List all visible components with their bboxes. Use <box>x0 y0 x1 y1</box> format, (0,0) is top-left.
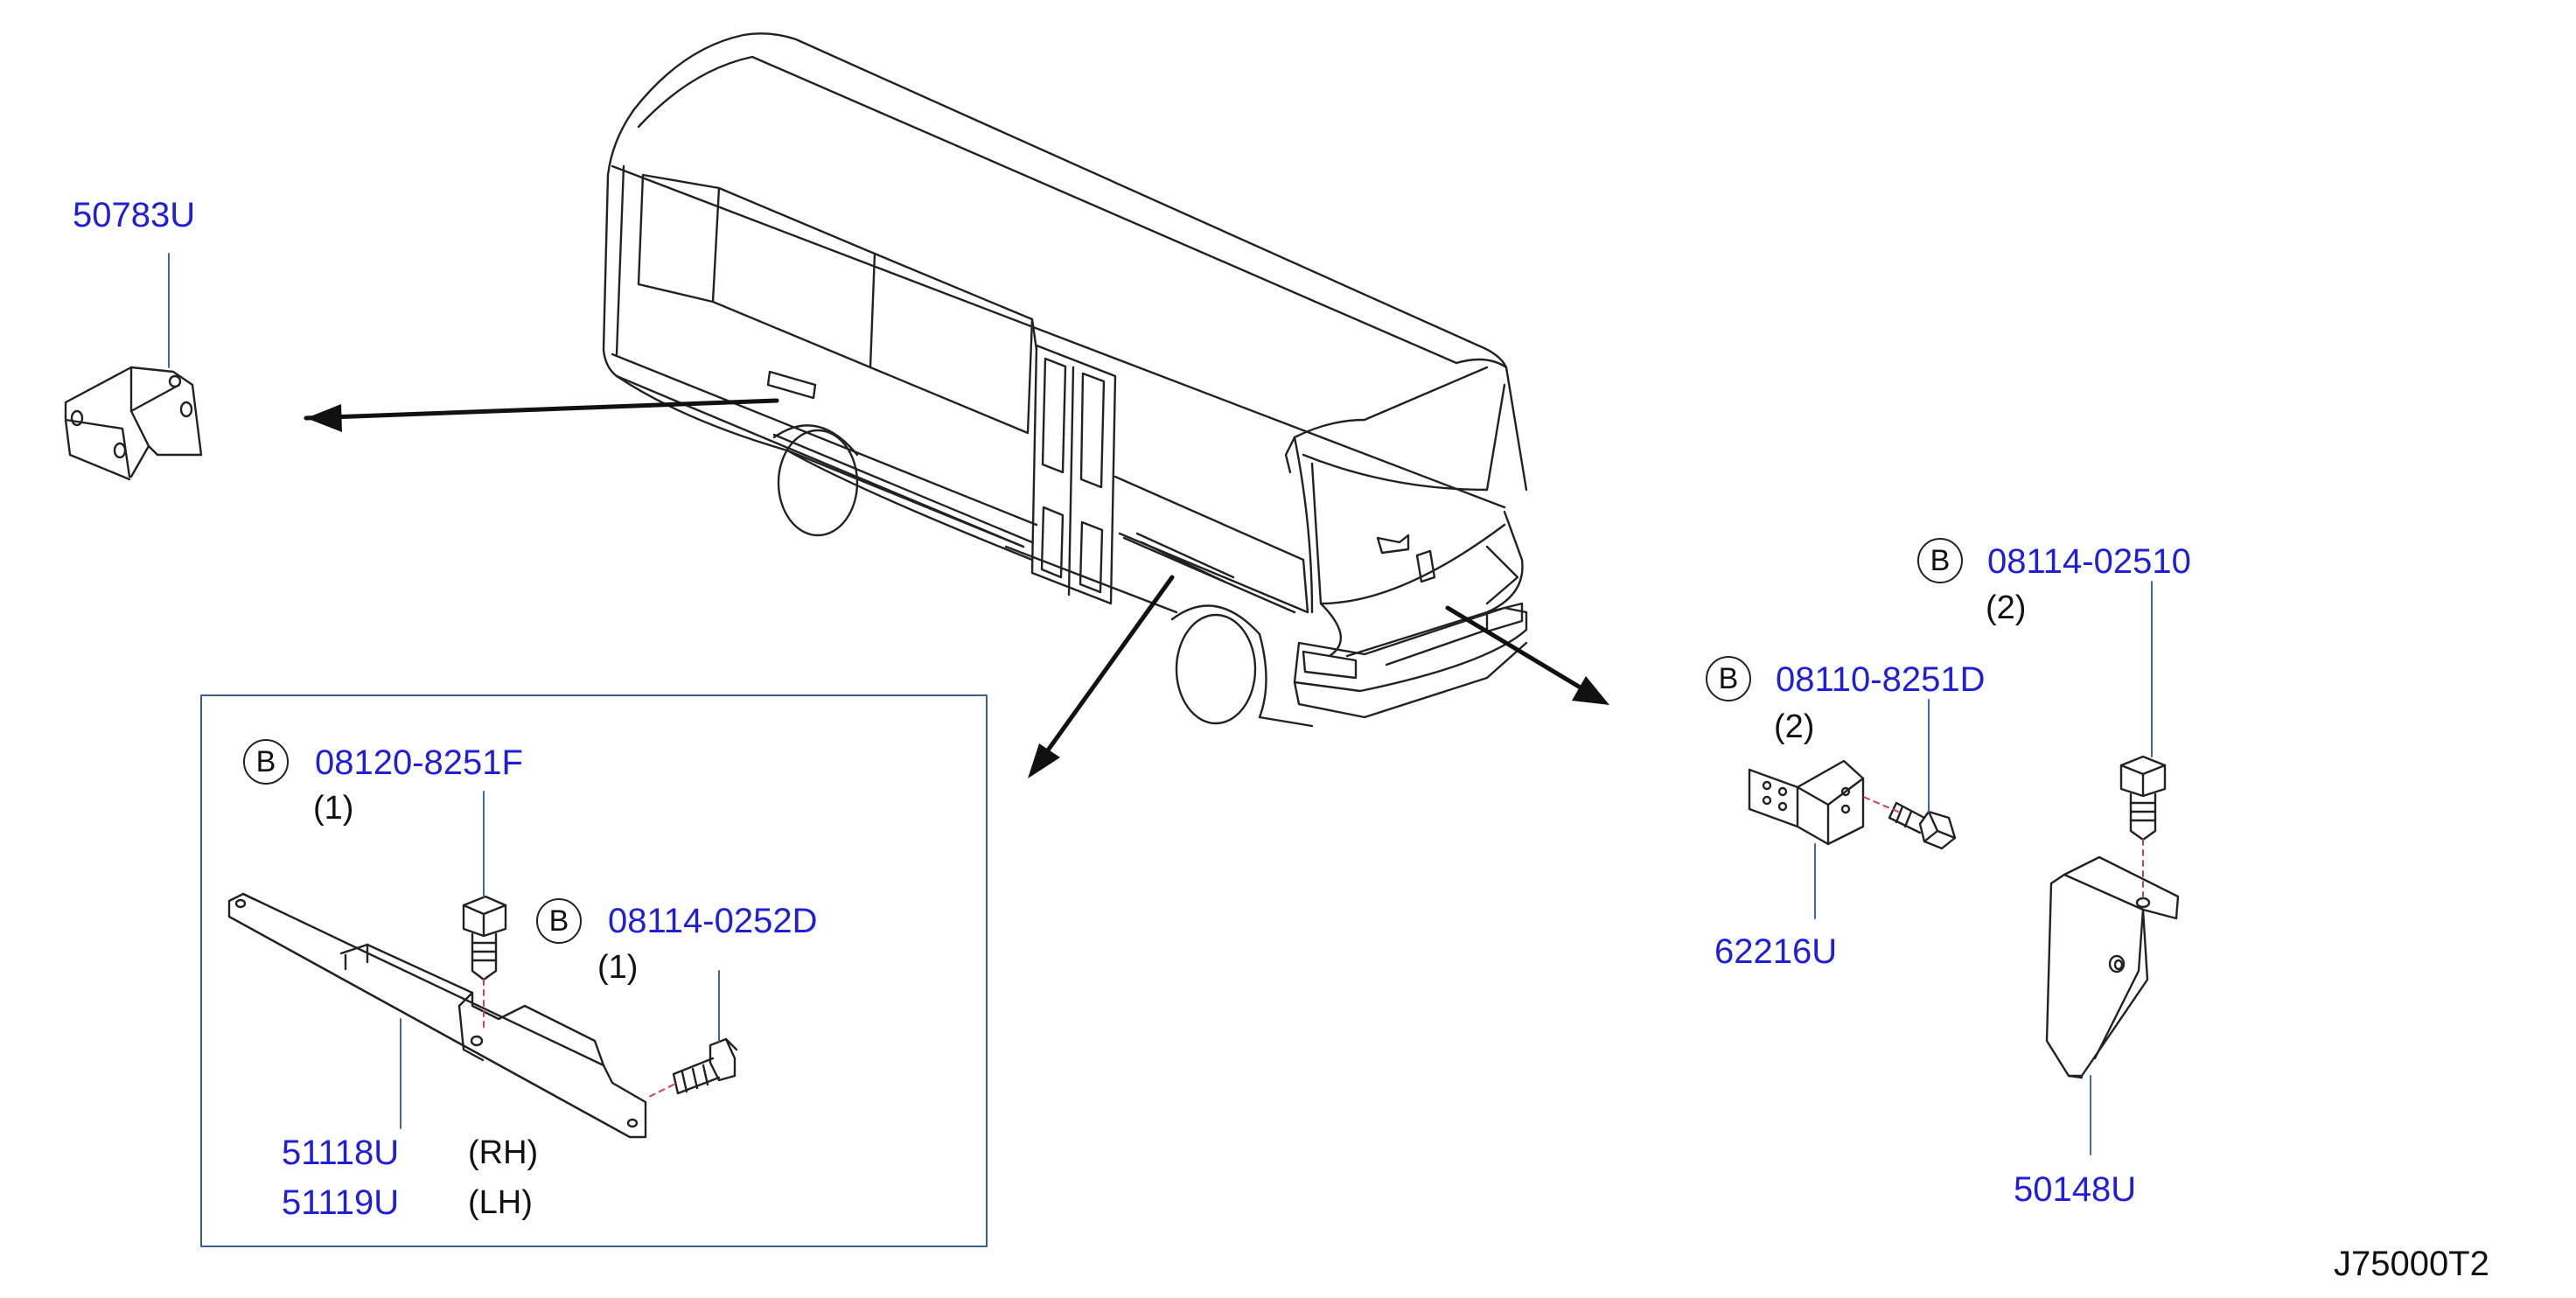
part-08110-8251d-label[interactable]: 08110-8251D <box>1776 660 1986 699</box>
part-08114-02510-label[interactable]: 08114-02510 <box>1987 542 2191 581</box>
detail-frame <box>200 694 988 1247</box>
drawing-code: J75000T2 <box>2334 1245 2489 1283</box>
part-08114-02510-qty: (2) <box>1986 590 2027 626</box>
badge-b-08110: B <box>1706 656 1751 701</box>
leader-lines <box>168 253 2153 1155</box>
bracket-50148u-drawing <box>2045 855 2180 1079</box>
part-08120-qty: (1) <box>313 790 354 827</box>
badge-b-08120: B <box>243 739 289 785</box>
part-51119u-label[interactable]: 51119U <box>282 1183 400 1222</box>
callout-arrows <box>304 398 1603 772</box>
bolt-08114-02510-drawing <box>2119 755 2167 841</box>
part-08114-0252d-qty: (1) <box>597 949 639 986</box>
part-62216u-label[interactable]: 62216U <box>1714 932 1838 971</box>
part-50783u-label[interactable]: 50783U <box>73 196 196 234</box>
bolt-08114-0252d-drawing <box>672 1037 738 1095</box>
badge-b-08114-0252d: B <box>536 898 582 944</box>
rail-51118u-drawing <box>227 892 647 1139</box>
part-08110-8251d-qty: (2) <box>1774 708 1815 745</box>
part-08114-0252d-label[interactable]: 08114-0252D <box>608 902 818 940</box>
part-50148u-label[interactable]: 50148U <box>2014 1170 2137 1209</box>
arrow-heads <box>306 404 1609 778</box>
part-51118u-side: (RH) <box>468 1134 539 1171</box>
bolt-08120-drawing <box>462 895 507 981</box>
part-08120-8251f-label[interactable]: 08120-8251F <box>315 743 523 782</box>
bracket-62216u-drawing <box>1748 759 1865 846</box>
alignment-dashes <box>483 795 2144 1099</box>
bracket-50783u-drawing <box>64 366 203 481</box>
part-51118u-label[interactable]: 51118U <box>282 1134 400 1172</box>
bolt-08110-drawing <box>1888 801 1957 850</box>
part-51119u-side: (LH) <box>468 1184 533 1221</box>
bus-illustration <box>602 32 1528 728</box>
badge-b-08114-02510: B <box>1917 538 1963 583</box>
